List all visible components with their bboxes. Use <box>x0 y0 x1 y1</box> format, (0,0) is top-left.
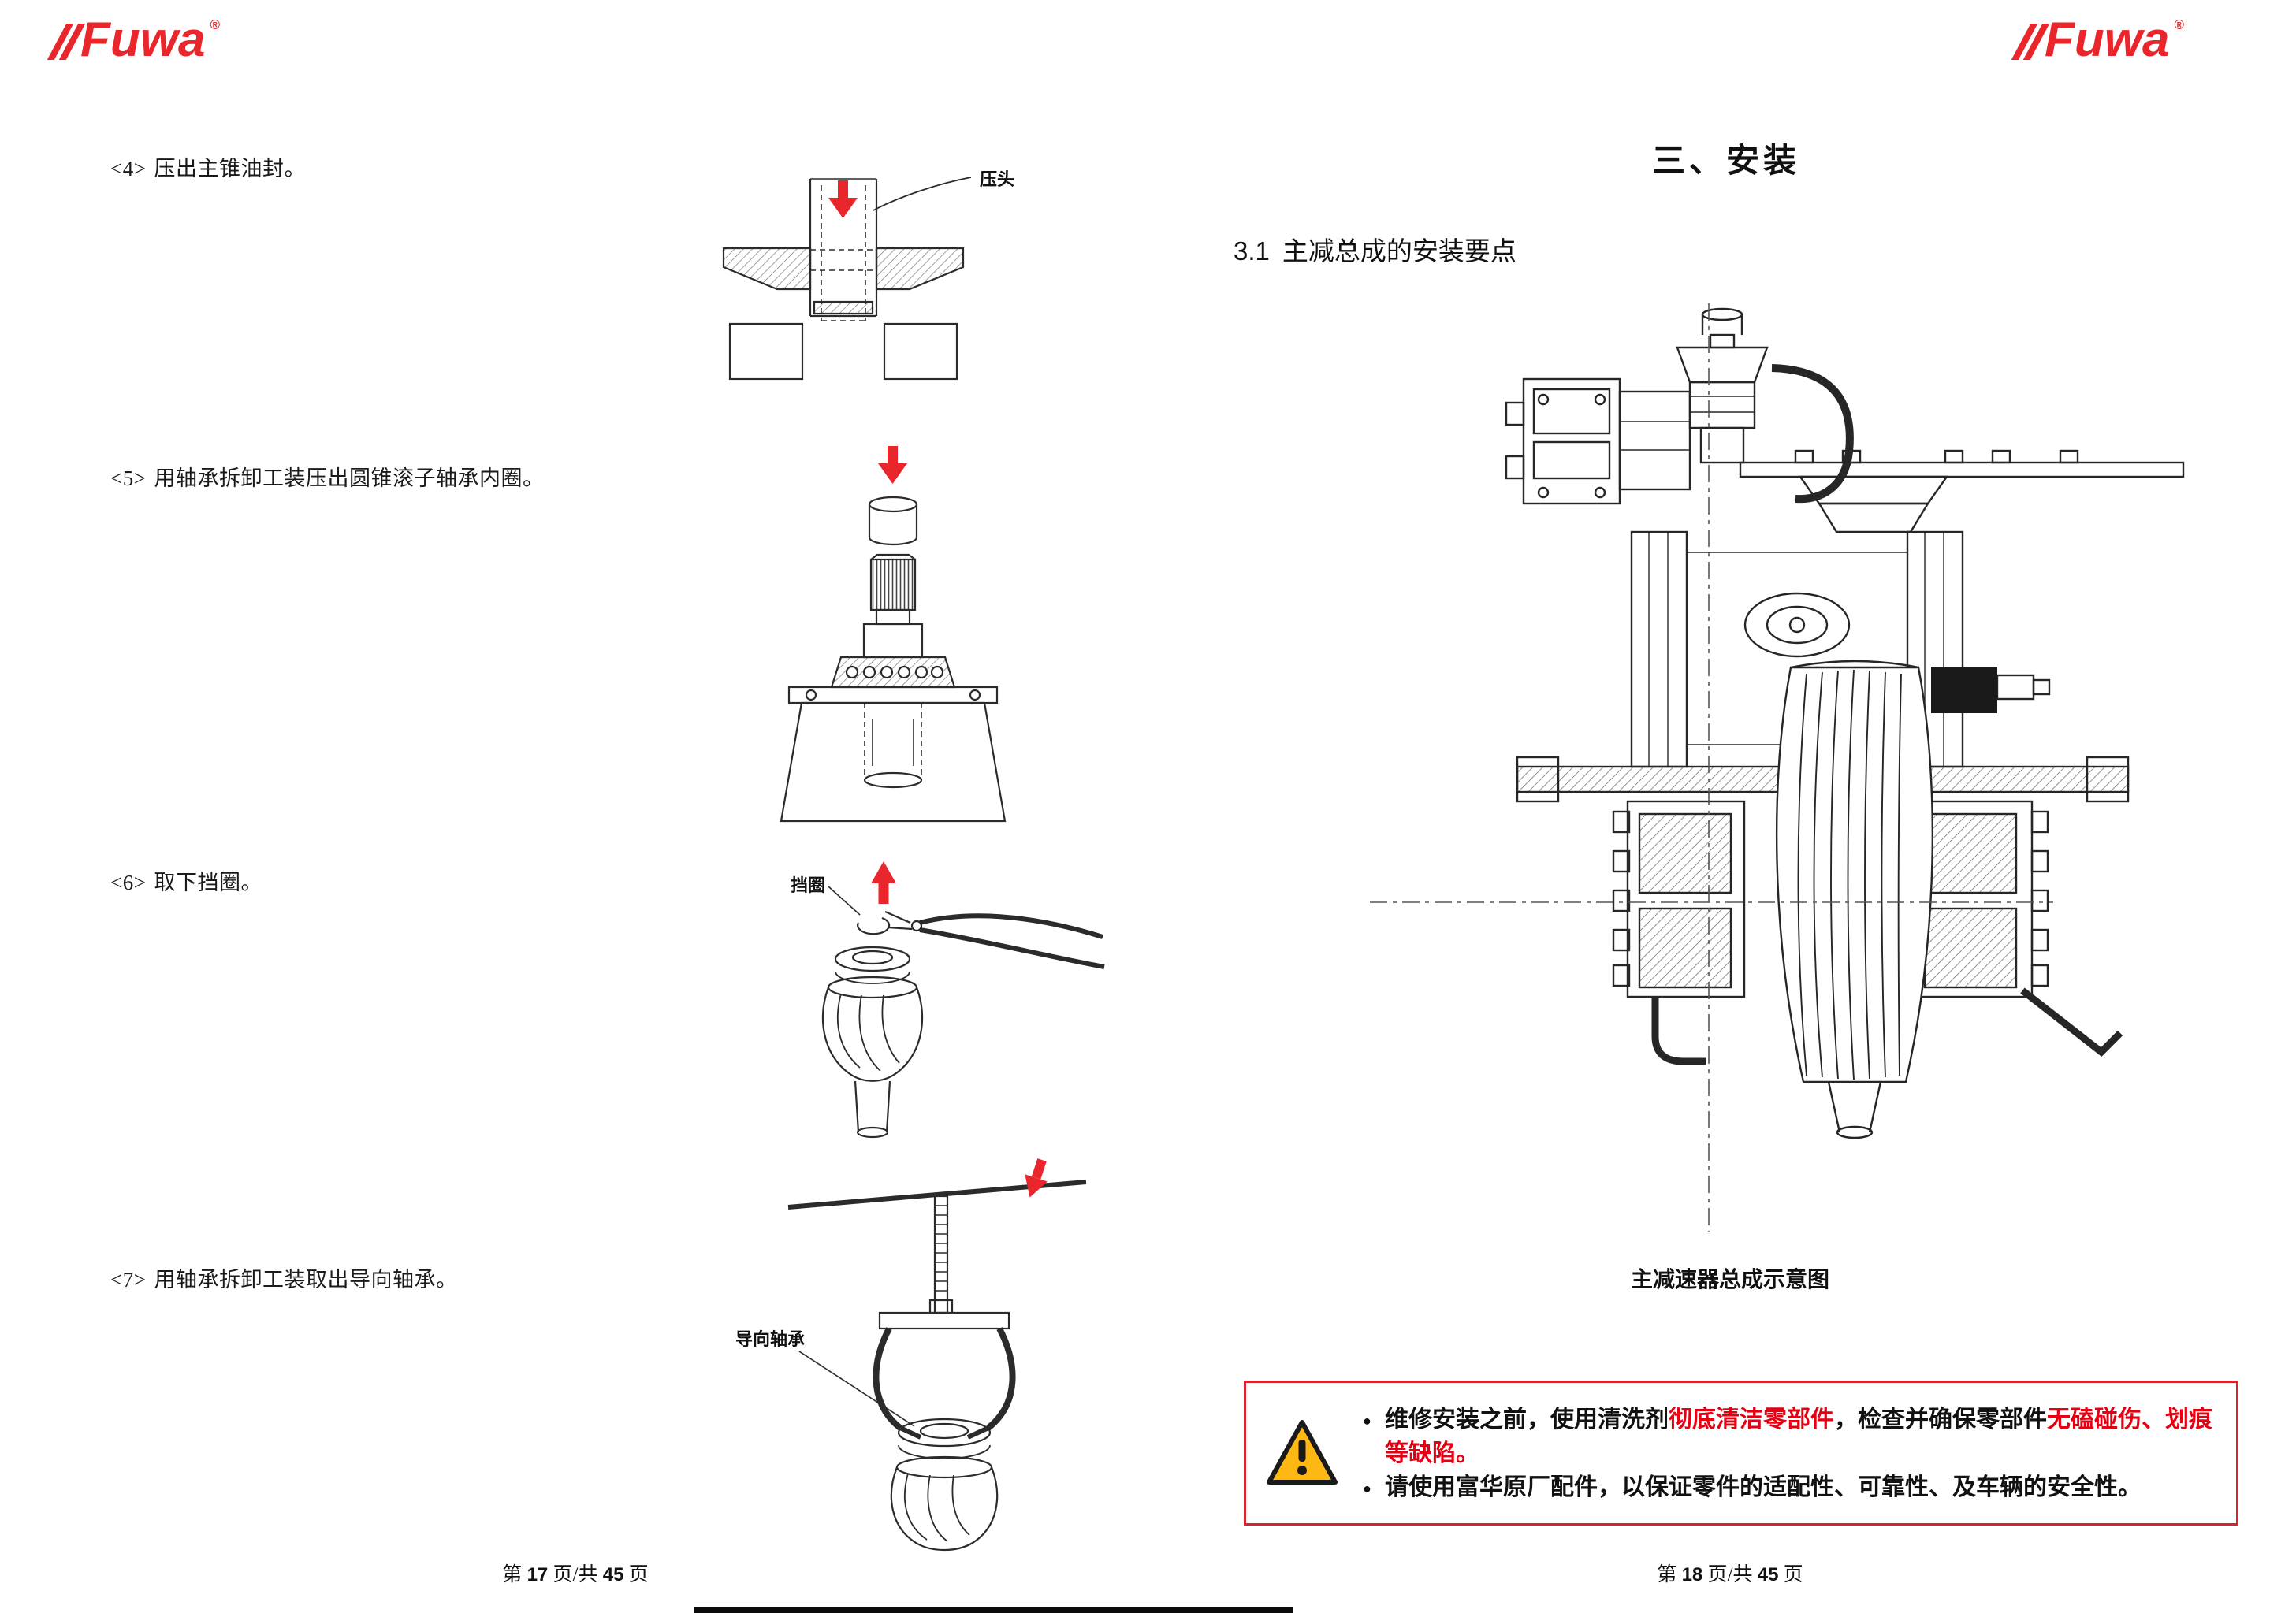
section-heading: 3.1 主减总成的安装要点 <box>1234 230 1516 268</box>
step-5-id: <5> <box>110 466 147 490</box>
red-arrow-up-icon <box>871 861 896 904</box>
step-7: <7> 用轴承拆卸工装取出导向轴承。 <box>110 1262 457 1293</box>
section-number: 3.1 <box>1234 236 1270 266</box>
snap-ring-removal-drawing <box>821 861 1105 1139</box>
warning-box: ● 维修安装之前，使用清洗剂彻底清洁零部件，检查并确保零部件无磕碰伤、划痕等缺陷… <box>1244 1381 2238 1526</box>
bullet-icon: ● <box>1363 1480 1371 1496</box>
footer-total-pages: 45 <box>1757 1564 1779 1585</box>
step-4-id: <4> <box>110 157 147 180</box>
footer-text: 第 <box>502 1564 523 1585</box>
warning-line-1: ● 维修安装之前，使用清洗剂彻底清洁零部件，检查并确保零部件无磕碰伤、划痕等缺陷… <box>1361 1403 2220 1470</box>
footer-page-number: 17 <box>527 1564 549 1585</box>
guide-bearing-label: 导向轴承 <box>735 1329 806 1349</box>
step-7-id: <7> <box>110 1268 147 1292</box>
step-5-text: 用轴承拆卸工装压出圆锥滚子轴承内圈。 <box>154 466 545 490</box>
step-6-id: <6> <box>110 871 147 894</box>
footer-total-pages: 45 <box>602 1564 624 1585</box>
warning-text: ● 维修安装之前，使用清洗剂彻底清洁零部件，检查并确保零部件无磕碰伤、划痕等缺陷… <box>1361 1403 2220 1504</box>
footer-text: 页/共 <box>553 1564 598 1585</box>
main-reducer-assembly-diagram <box>1324 303 2199 1233</box>
step-4: <4> 压出主锥油封。 <box>110 151 306 182</box>
retaining-ring-label: 挡圈 <box>791 875 826 895</box>
bearing-puller-diagram <box>733 1158 1111 1556</box>
chapter-title: 三、安装 <box>1651 142 1800 179</box>
bullet-icon: ● <box>1363 1412 1371 1429</box>
step-4-text: 压出主锥油封。 <box>154 157 306 180</box>
footer-text: 页 <box>1783 1564 1803 1585</box>
warning-line-1-text: 维修安装之前，使用清洗剂彻底清洁零部件，检查并确保零部件无磕碰伤、划痕等缺陷。 <box>1385 1406 2212 1466</box>
step-6: <6> 取下挡圈。 <box>110 865 262 896</box>
scan-edge-artifact <box>694 1607 1293 1613</box>
bearing-press-diagram <box>745 441 1044 839</box>
fuwa-logo-text: Fuwa <box>2045 13 2170 67</box>
step-7-text: 用轴承拆卸工装取出导向轴承。 <box>154 1268 458 1292</box>
bearing-puller-drawing <box>787 1158 1087 1551</box>
footer-text: 第 <box>1657 1564 1677 1585</box>
fuwa-logo-bars-icon <box>2011 24 2050 60</box>
registered-mark: ® <box>2174 17 2184 32</box>
centerlines <box>1370 303 2053 1232</box>
fuwa-logo-text: Fuwa <box>80 13 206 67</box>
red-arrow-down-icon <box>828 180 858 218</box>
section-title-text: 主减总成的安装要点 <box>1282 236 1516 266</box>
footer-text: 页 <box>628 1564 649 1585</box>
diagram-caption: 主减速器总成示意图 <box>1630 1267 1829 1292</box>
warning-line-2: ● 请使用富华原厂配件，以保证零件的适配性、可靠性、及车辆的安全性。 <box>1361 1470 2220 1504</box>
left-page-footer: 第 17 页/共 45 页 <box>418 1559 733 1587</box>
right-page-footer: 第 18 页/共 45 页 <box>1572 1559 1888 1587</box>
right-page: Fuwa ® <box>1148 0 2296 1613</box>
fuwa-logo-bars-icon <box>47 24 86 60</box>
fuwa-logo-right: Fuwa ® <box>2011 13 2184 67</box>
bearing-press-drawing <box>780 446 1007 823</box>
press-head-label: 压头 <box>980 169 1015 189</box>
warning-line-2-text: 请使用富华原厂配件，以保证零件的适配性、可靠性、及车辆的安全性。 <box>1385 1474 2142 1500</box>
oil-seal-press-diagram <box>678 154 1048 398</box>
fuwa-logo-left: Fuwa ® <box>47 13 220 67</box>
main-reducer-assembly-drawing <box>1370 303 2185 1232</box>
step-5: <5> 用轴承拆卸工装压出圆锥滚子轴承内圈。 <box>110 461 544 492</box>
snap-ring-removal-diagram <box>753 855 1107 1147</box>
footer-text: 页/共 <box>1707 1564 1753 1585</box>
warning-triangle-icon <box>1267 1420 1338 1485</box>
footer-page-number: 18 <box>1681 1564 1703 1585</box>
dark-spacer-block <box>1931 667 1997 713</box>
red-arrow-rotate-icon <box>1025 1158 1048 1198</box>
left-page: Fuwa ® <4> 压出主锥油封。 <box>47 13 1111 1587</box>
red-arrow-down-icon <box>878 446 907 484</box>
oil-seal-press-drawing <box>722 177 972 381</box>
registered-mark: ® <box>210 17 220 32</box>
step-6-text: 取下挡圈。 <box>154 871 262 894</box>
